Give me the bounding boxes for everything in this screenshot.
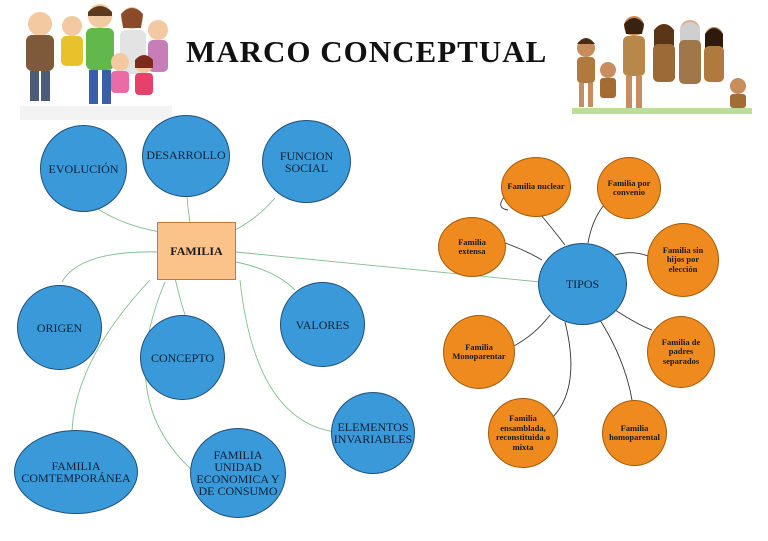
- edge-familia-tipos: [235, 251, 541, 283]
- edge-familia-desarrollo: [186, 196, 191, 223]
- edge-familia-origen: [61, 251, 161, 283]
- edge-tipos-convenio: [587, 204, 605, 244]
- edge-familia-invariables: [239, 279, 336, 433]
- tipo-familia-sin-hijos: Familia sin hijos por elección: [647, 223, 719, 297]
- family-illustration: [20, 4, 172, 120]
- page-title: MARCO CONCEPTUAL: [186, 34, 548, 69]
- prehistoric-family-illustration: [572, 16, 752, 114]
- node-familia-unidad: FAMILIA UNIDAD ECONOMICA Y DE CONSUMO: [190, 428, 286, 518]
- node-desarrollo: DESARROLLO: [142, 115, 230, 197]
- edge-familia-contemporanea: [71, 279, 151, 433]
- node-familia-contemporanea: FAMILIA COMTEMPORÁNEA: [14, 430, 138, 514]
- tipo-familia-monoparental: Familia Monoparentar: [443, 315, 515, 389]
- tipo-familia-nuclear: Familia nuclear: [501, 157, 571, 217]
- edge-tipos-sin-hijos: [614, 252, 649, 257]
- edge-tipos-extensa: [504, 242, 543, 261]
- edge-familia-valores: [235, 261, 296, 291]
- edge-tipos-ensamblada: [549, 321, 572, 421]
- tipo-familia-convenio: Familia por convenio: [597, 157, 661, 219]
- edge-familia-concepto: [174, 277, 187, 319]
- tipo-familia-extensa: Familia extensa: [438, 217, 506, 277]
- node-concepto: CONCEPTO: [140, 315, 225, 400]
- node-tipos: TIPOS: [538, 243, 627, 325]
- edge-tipos-homoparental: [599, 319, 633, 401]
- edge-familia-unidad: [144, 281, 193, 471]
- edge-familia-evolucion: [91, 204, 161, 233]
- node-origen: ORIGEN: [17, 285, 102, 370]
- tipo-familia-homoparental: Familia homoparental: [602, 400, 667, 466]
- tipo-familia-ensamblada: Familia ensamblada, reconstituida o mixt…: [488, 398, 558, 468]
- node-familia: FAMILIA: [157, 222, 236, 280]
- tipo-familia-padres-separados: Familia de padres separados: [647, 316, 715, 388]
- edge-familia-funcion-social: [234, 197, 276, 231]
- node-elementos-invariables: ELEMENTOS INVARIABLES: [331, 392, 415, 474]
- node-valores: VALORES: [280, 282, 365, 367]
- edge-tipos-padres-separados: [611, 307, 653, 331]
- edge-tipos-nuclear: [539, 213, 566, 246]
- node-evolucion: EVOLUCIÓN: [40, 125, 127, 212]
- node-funcion-social: FUNCION SOCIAL: [262, 120, 351, 203]
- edge-tipos-monoparental: [511, 314, 551, 348]
